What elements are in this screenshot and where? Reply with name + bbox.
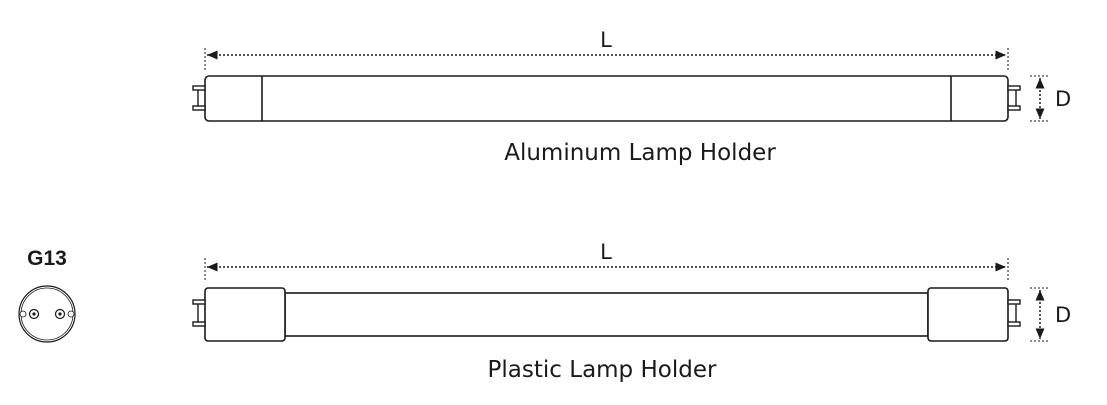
diameter-dimension-1: D <box>1030 75 1071 122</box>
pins-right <box>1007 299 1021 327</box>
end-cap-right <box>927 287 1009 342</box>
length-label: L <box>600 28 612 52</box>
length-dimension-2: L <box>204 240 1009 282</box>
caption-plastic: Plastic Lamp Holder <box>488 357 717 383</box>
length-dimension-1: L <box>204 28 1009 70</box>
pins-right <box>1007 85 1021 111</box>
plastic-tube-drawing: L D Plastic Lamp Holder <box>192 240 1071 383</box>
diameter-dimension-2: D <box>1030 287 1071 342</box>
tube-body <box>284 292 929 337</box>
end-cap-left <box>204 287 286 342</box>
base-type-label: G13 <box>27 247 67 270</box>
aluminum-tube-drawing: L D Aluminum Lamp Holder <box>192 28 1071 166</box>
diameter-label: D <box>1055 87 1071 111</box>
pins-left <box>192 299 206 327</box>
diameter-label: D <box>1055 303 1071 327</box>
caption-aluminum: Aluminum Lamp Holder <box>504 140 776 166</box>
pins-left <box>192 85 206 111</box>
tube-body <box>204 75 1009 122</box>
length-label: L <box>600 240 612 264</box>
g13-base-icon: G13 <box>18 247 76 343</box>
